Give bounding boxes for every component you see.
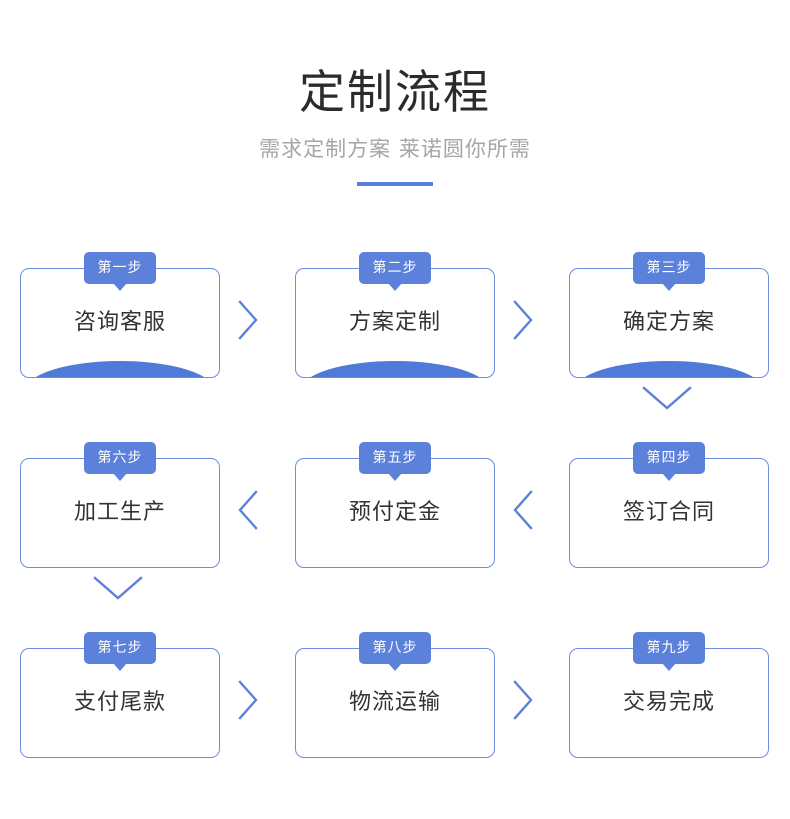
header: 定制流程 需求定制方案 莱诺圆你所需 bbox=[0, 0, 790, 186]
process-step-card[interactable]: 确定方案第三步 bbox=[569, 252, 769, 378]
process-step-card[interactable]: 交易完成第九步 bbox=[569, 632, 769, 758]
step-label: 加工生产 bbox=[73, 500, 166, 525]
page-title: 定制流程 bbox=[299, 65, 491, 119]
process-flow: 咨询客服第一步方案定制第二步确定方案第三步加工生产第六步预付定金第五步签订合同第… bbox=[0, 248, 790, 818]
step-number-badge: 第四步 bbox=[633, 442, 705, 481]
process-step-card[interactable]: 物流运输第八步 bbox=[295, 632, 495, 758]
title-underline-rule bbox=[357, 182, 433, 186]
step-number-badge: 第二步 bbox=[359, 252, 431, 291]
step-label: 支付尾款 bbox=[73, 690, 166, 715]
process-row: 加工生产 第六步预付定金 第五步签订合同 第四步 bbox=[0, 438, 790, 628]
card-arc-decoration bbox=[26, 361, 214, 377]
step-label: 方案定制 bbox=[348, 310, 441, 335]
chevron-right-icon bbox=[236, 298, 260, 342]
step-label: 物流运输 bbox=[348, 690, 441, 715]
chevron-right-icon bbox=[511, 298, 535, 342]
step-number-badge: 第九步 bbox=[633, 632, 705, 671]
card-arc-decoration bbox=[301, 361, 489, 377]
step-number-badge: 第八步 bbox=[359, 632, 431, 671]
chevron-down-icon bbox=[640, 383, 694, 413]
step-number-badge: 第五步 bbox=[359, 442, 431, 481]
step-number-badge: 第三步 bbox=[633, 252, 705, 291]
process-step-card[interactable]: 方案定制第二步 bbox=[295, 252, 495, 378]
step-number-badge: 第一步 bbox=[84, 252, 156, 291]
process-step-card[interactable]: 咨询客服第一步 bbox=[20, 252, 220, 378]
step-card-body: 支付尾款 bbox=[20, 648, 220, 758]
chevron-left-icon bbox=[511, 488, 535, 532]
step-number-badge: 第六步 bbox=[84, 442, 156, 481]
card-arc-decoration bbox=[575, 361, 763, 377]
chevron-right-icon bbox=[511, 678, 535, 722]
process-step-card[interactable]: 加工生产第六步 bbox=[20, 442, 220, 568]
chevron-right-icon bbox=[236, 678, 260, 722]
process-step-card[interactable]: 支付尾款第七步 bbox=[20, 632, 220, 758]
page-subtitle: 需求定制方案 莱诺圆你所需 bbox=[259, 137, 531, 161]
process-step-card[interactable]: 签订合同第四步 bbox=[569, 442, 769, 568]
step-card-body: 确定方案 bbox=[569, 268, 769, 378]
step-label: 预付定金 bbox=[348, 500, 441, 525]
process-row: 支付尾款 第七步物流运输 第八步交易完成 第九步 bbox=[0, 628, 790, 818]
chevron-down-icon bbox=[91, 573, 145, 603]
step-label: 签订合同 bbox=[622, 500, 715, 525]
process-row: 咨询客服 第一步方案定制 第二步确定方案 第三步 bbox=[0, 248, 790, 438]
step-number-badge: 第七步 bbox=[84, 632, 156, 671]
step-label: 交易完成 bbox=[622, 690, 715, 715]
step-label: 确定方案 bbox=[622, 310, 715, 335]
chevron-left-icon bbox=[236, 488, 260, 532]
process-step-card[interactable]: 预付定金第五步 bbox=[295, 442, 495, 568]
step-label: 咨询客服 bbox=[73, 310, 166, 335]
